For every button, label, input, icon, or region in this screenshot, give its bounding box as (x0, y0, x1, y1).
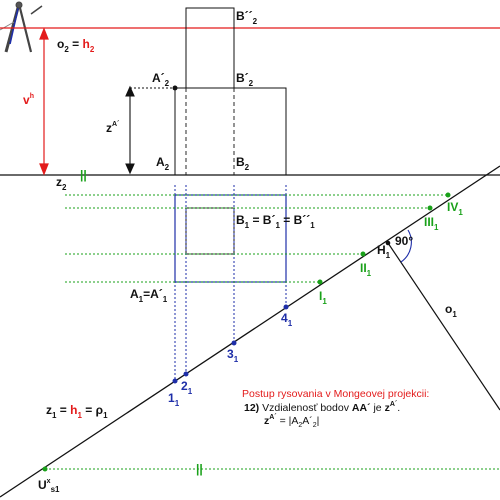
parallel-mark-bottom: || (196, 462, 203, 476)
label-z2: z2 (56, 175, 67, 192)
label-4-1: 41 (281, 311, 293, 328)
label-h1: H1 (377, 243, 391, 260)
note-formula: zA´ = |A2A´2| (264, 414, 319, 429)
label-i1: I1 (319, 289, 327, 306)
za-arrow (125, 85, 135, 175)
label-ii1: II1 (360, 261, 372, 278)
green-dotted-horizontals (45, 194, 500, 470)
label-3-1: 31 (227, 347, 239, 364)
label-o1: o1 (445, 302, 457, 319)
rho1-line (0, 165, 500, 498)
label-b2pp: B´´2 (236, 9, 258, 26)
label-90: 90° (395, 234, 413, 248)
label-za: zA´ (106, 121, 120, 135)
note-title: Postup rysovania v Mongeovej projekcii: (242, 388, 429, 400)
right-angle-arc (400, 229, 412, 263)
label-vh: vh (23, 93, 34, 107)
label-b2: B2 (236, 155, 250, 172)
green-points (42, 192, 451, 472)
label-a2p: A´2 (152, 71, 170, 88)
label-iii1: III1 (424, 215, 439, 232)
bottom-rect (174, 87, 287, 176)
label-iv1: IV1 (447, 200, 463, 217)
a2p-point (172, 85, 178, 91)
note-step: 12) Vzdialenosť bodov AA´ je zA´. (244, 401, 400, 414)
label-1-1: 11 (168, 391, 180, 408)
compass-icon (0, 1, 43, 53)
label-ux-s1: Uxs1 (38, 478, 60, 494)
label-a2: A2 (156, 155, 170, 172)
label-b2p: B´2 (236, 71, 254, 88)
h1-point (385, 240, 391, 246)
label-z1-h1-rho1: z1 = h1 = ρ1 (46, 403, 108, 420)
label-2-1: 21 (181, 379, 193, 396)
top-rect (185, 7, 235, 89)
o1-line (387, 242, 500, 411)
blue-points (172, 304, 289, 384)
label-b1: B1 = B´1 = B´´1 (236, 213, 315, 230)
vh-arrow (39, 27, 49, 176)
label-o2-h2: o2 = h2 (57, 37, 95, 54)
parallel-mark-top: || (80, 168, 87, 182)
label-a1: A1=A´1 (130, 287, 168, 304)
plan-inner-rect (185, 207, 235, 255)
